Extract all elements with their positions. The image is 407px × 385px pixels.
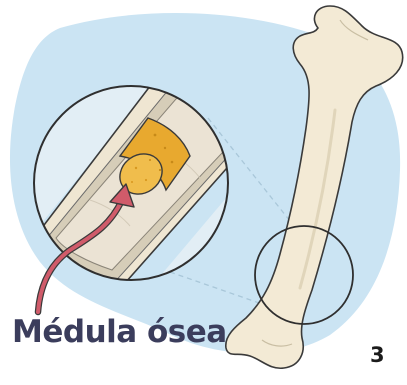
page-number: 3 bbox=[370, 343, 385, 367]
bone-marrow-label: Médula ósea bbox=[12, 314, 227, 350]
